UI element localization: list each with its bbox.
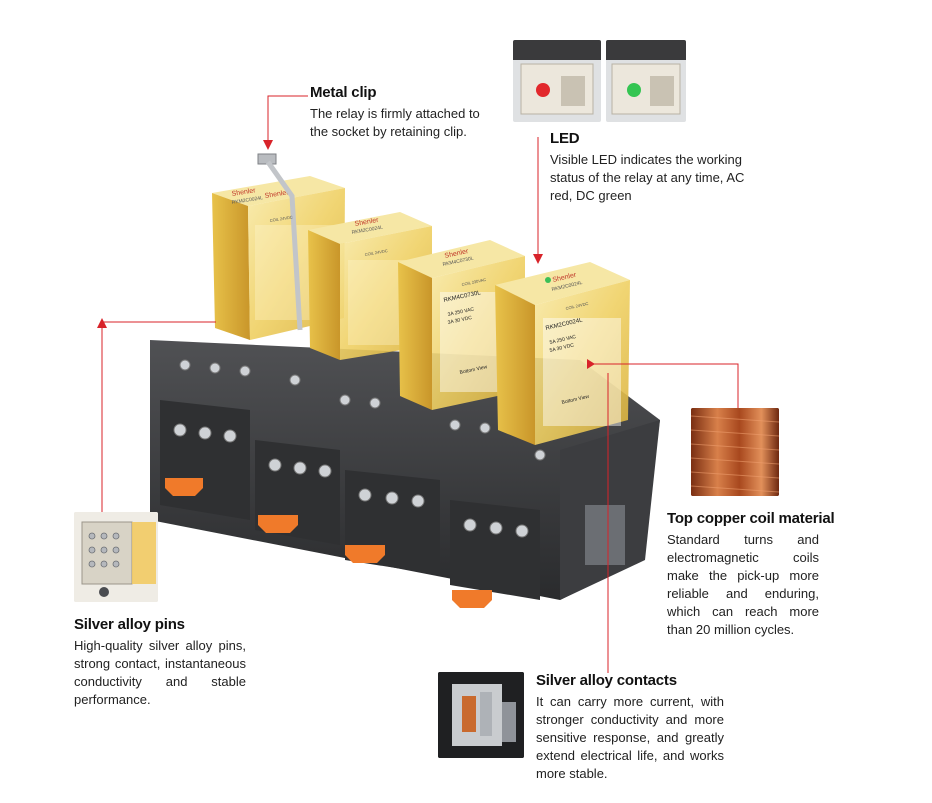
svg-text:Shenler: Shenler (264, 189, 290, 200)
callout-body: Visible LED indicates the working status… (550, 152, 745, 203)
relay-brand: Shenler (354, 217, 380, 228)
led-red-icon (536, 83, 550, 97)
relay-view: Bottom View (459, 364, 488, 376)
relay-rating: 5A 250 VAC (549, 334, 577, 346)
callout-led: LED Visible LED indicates the working st… (550, 130, 765, 205)
relay-coil: COIL 230VAC (461, 277, 487, 287)
led-indicator-icon (545, 277, 551, 283)
relay-model: RKM2C0024L (231, 195, 263, 206)
callout-body: It can carry more current, with stronger… (536, 694, 724, 781)
relay-coil: COIL 24VDC (269, 214, 293, 223)
relay-coil: COIL 24VDC (364, 248, 388, 257)
release-tabs (165, 478, 492, 608)
led-green-thumbnail (606, 40, 686, 122)
copper-coil-thumbnail (691, 408, 779, 496)
callout-body: High-quality silver alloy pins, strong c… (74, 638, 246, 707)
arrow-down-icon (263, 140, 543, 264)
callout-title: LED (550, 130, 580, 147)
callout-title: Metal clip (310, 84, 377, 101)
relay-view: Bottom View (561, 394, 590, 406)
callout-silver-pins: Silver alloy pins High-quality silver al… (74, 616, 254, 709)
led-red-thumbnail (513, 40, 601, 122)
relay-coil: COIL 24VDC (565, 301, 589, 311)
callout-title: Silver alloy pins (74, 616, 185, 633)
callout-title: Silver alloy contacts (536, 672, 677, 689)
callout-body: The relay is firmly attached to the sock… (310, 106, 480, 139)
callout-title: Top copper coil material (667, 510, 835, 527)
relay-rating: 3A 30 VDC (447, 315, 473, 326)
relay-brand: Shenler (231, 187, 257, 198)
led-green-icon (627, 83, 641, 97)
arrow-up-icon (97, 318, 595, 369)
callout-body: Standard turns and electromagnetic coils… (667, 532, 819, 637)
relay-model-front: RKM4C0730L (443, 290, 482, 304)
silver-pins-thumbnail (74, 512, 158, 602)
relay-4 (495, 262, 630, 445)
relay-rating: 5A 30 VDC (549, 342, 575, 353)
callout-copper-coil: Top copper coil material Standard turns … (667, 510, 857, 639)
relay-model: RKM2C0024L (351, 225, 383, 236)
metal-clip (257, 153, 303, 331)
callout-silver-contacts: Silver alloy contacts It can carry more … (536, 672, 736, 783)
callout-metal-clip: Metal clip The relay is firmly attached … (310, 84, 490, 141)
silver-contacts-thumbnail (438, 672, 524, 758)
relay-rating: 3A 250 VAC (447, 306, 475, 318)
relay-model-front: RKM2C0024L (545, 317, 584, 331)
